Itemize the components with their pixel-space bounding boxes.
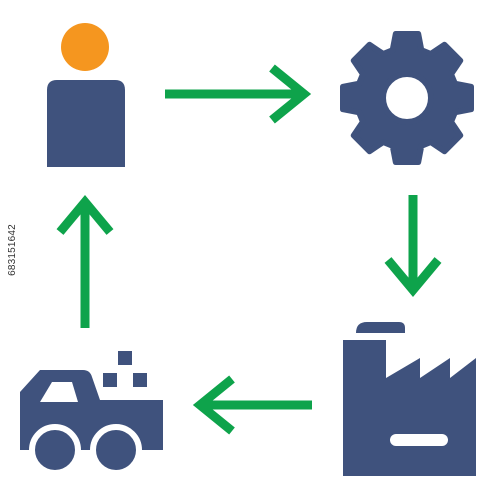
gear-icon: [340, 31, 474, 165]
truck-cargo-box-2: [103, 373, 117, 387]
arrow-down-head: [384, 257, 442, 298]
truck-cargo-box-3: [133, 373, 147, 387]
gear-shape: [340, 31, 474, 165]
arrow-up: [56, 194, 114, 328]
arrow-left: [192, 375, 312, 435]
factory-chimney-smoke: [356, 322, 405, 333]
truck-cargo-box-1: [118, 351, 132, 365]
factory-door-bar: [390, 434, 448, 446]
factory-icon: [343, 322, 476, 476]
arrow-up-head: [56, 194, 114, 235]
arrow-right: [165, 64, 312, 124]
factory-building: [343, 340, 476, 476]
truck-window: [40, 382, 78, 402]
person-body: [47, 80, 125, 167]
arrow-left-head: [192, 375, 235, 435]
truck-icon: [20, 351, 163, 476]
arrow-down: [384, 195, 442, 298]
arrow-right-head: [269, 64, 312, 124]
truck-wheel-rear: [90, 424, 142, 476]
stock-id-label: 683151642: [7, 224, 18, 276]
truck-wheel-front: [29, 424, 81, 476]
person-icon: [47, 23, 125, 167]
person-head: [61, 23, 109, 71]
